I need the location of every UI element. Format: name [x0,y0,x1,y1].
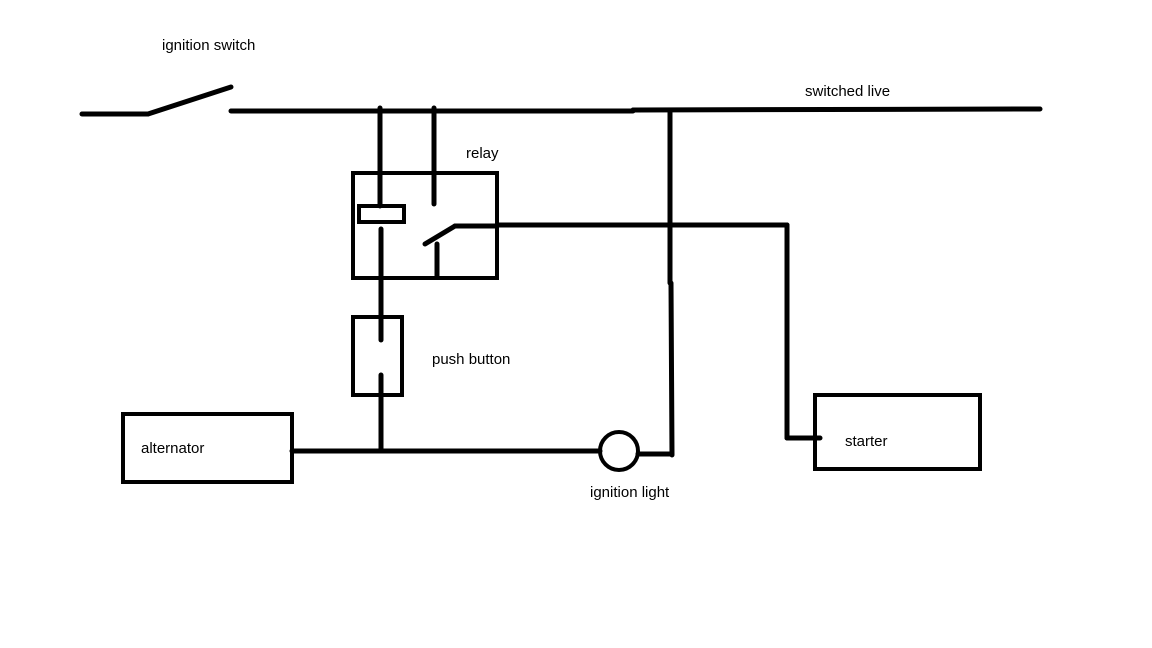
relay-coil [357,204,406,224]
starter-box [813,393,982,471]
alternator-label: alternator [141,440,204,457]
push-button [351,315,404,454]
ignition-switch [79,84,234,117]
switched-live-bus [228,106,1043,114]
switched-live-label: switched live [805,83,890,100]
push-button-label: push button [432,351,510,368]
starter-label: starter [845,433,888,450]
relay-contact-arm [422,223,458,247]
ignition-light-label: ignition light [590,484,670,501]
alternator-box [121,412,294,484]
push-button-box [351,315,404,397]
starter-feed-wire [494,222,823,441]
ignition-light-feed-wire [635,107,675,458]
relay-label: relay [466,145,499,162]
ignition-light-bulb [598,430,640,472]
ignition-switch-label: ignition switch [162,37,255,54]
relay [351,105,500,323]
